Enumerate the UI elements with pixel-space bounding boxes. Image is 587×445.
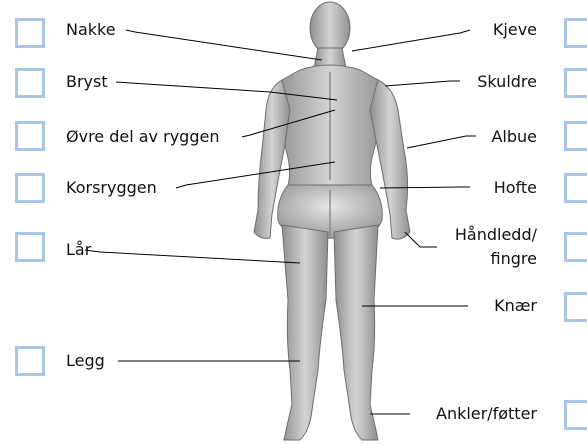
figure-right-leg [334, 225, 378, 440]
checkbox-ovre-del-av-ryggen[interactable] [15, 121, 45, 151]
label-skuldre: Skuldre [477, 72, 537, 91]
checkbox-kjeve[interactable] [564, 18, 587, 48]
label-korsryggen: Korsryggen [66, 178, 157, 197]
leader-albue [407, 136, 476, 148]
leader-lar [85, 250, 300, 263]
figure-left-leg [282, 225, 328, 440]
label-hofte: Hofte [494, 178, 537, 197]
checkbox-nakke[interactable] [15, 18, 45, 48]
checkbox-legg[interactable] [15, 346, 45, 376]
checkbox-ankler-fotter[interactable] [564, 400, 587, 430]
label-legg: Legg [66, 351, 105, 370]
label-albue: Albue [491, 127, 537, 146]
checkbox-handledd-fingre[interactable] [564, 232, 587, 262]
label-ovre-del-av-ryggen: Øvre del av ryggen [66, 127, 219, 146]
leader-nakke [126, 30, 322, 60]
leader-handledd [405, 232, 437, 247]
label-nakke: Nakke [66, 20, 116, 39]
checkbox-korsryggen[interactable] [15, 173, 45, 203]
label-kjeve: Kjeve [493, 20, 537, 39]
label-bryst: Bryst [66, 72, 108, 91]
figure-head [310, 2, 350, 54]
checkbox-hofte[interactable] [564, 173, 587, 203]
leader-skuldre [385, 81, 460, 86]
checkbox-knaer[interactable] [564, 292, 587, 322]
leader-kjeve [352, 30, 470, 51]
checkbox-albue[interactable] [564, 121, 587, 151]
human-figure [254, 2, 410, 440]
label-knaer: Knær [494, 296, 537, 315]
checkbox-lar[interactable] [15, 232, 45, 262]
checkbox-bryst[interactable] [15, 68, 45, 98]
label-handledd-line2: fingre [491, 249, 537, 268]
checkbox-skuldre[interactable] [564, 68, 587, 98]
label-lar: Lår [66, 240, 91, 259]
label-handledd-line1: Håndledd/ [455, 225, 537, 244]
label-ankler: Ankler/føtter [436, 404, 537, 423]
